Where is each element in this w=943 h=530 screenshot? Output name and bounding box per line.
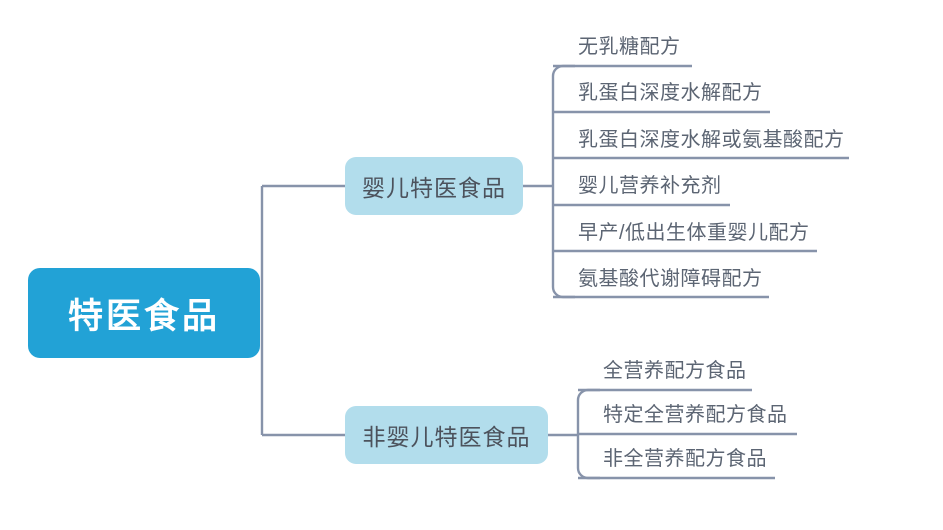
leaf-node[interactable]: 氨基酸代谢障碍配方 [578,268,763,290]
branch-node-non-infant[interactable]: 非婴儿特医食品 [345,406,548,464]
branch-1-spine [551,64,575,299]
leaf-node[interactable]: 无乳糖配方 [578,36,681,58]
leaf-node[interactable]: 非全营养配方食品 [603,448,767,470]
root-node[interactable]: 特医食品 [28,268,260,358]
leaf-node[interactable]: 特定全营养配方食品 [603,404,788,426]
branch-2-spine [576,388,600,480]
leaf-node[interactable]: 婴儿营养补充剂 [578,175,722,197]
branch-node-infant[interactable]: 婴儿特医食品 [345,157,523,215]
leaf-node[interactable]: 早产/低出生体重婴儿配方 [578,222,810,244]
leaf-node[interactable]: 全营养配方食品 [603,360,747,382]
leaf-node[interactable]: 乳蛋白深度水解或氨基酸配方 [578,129,845,151]
leaf-node[interactable]: 乳蛋白深度水解配方 [578,82,763,104]
